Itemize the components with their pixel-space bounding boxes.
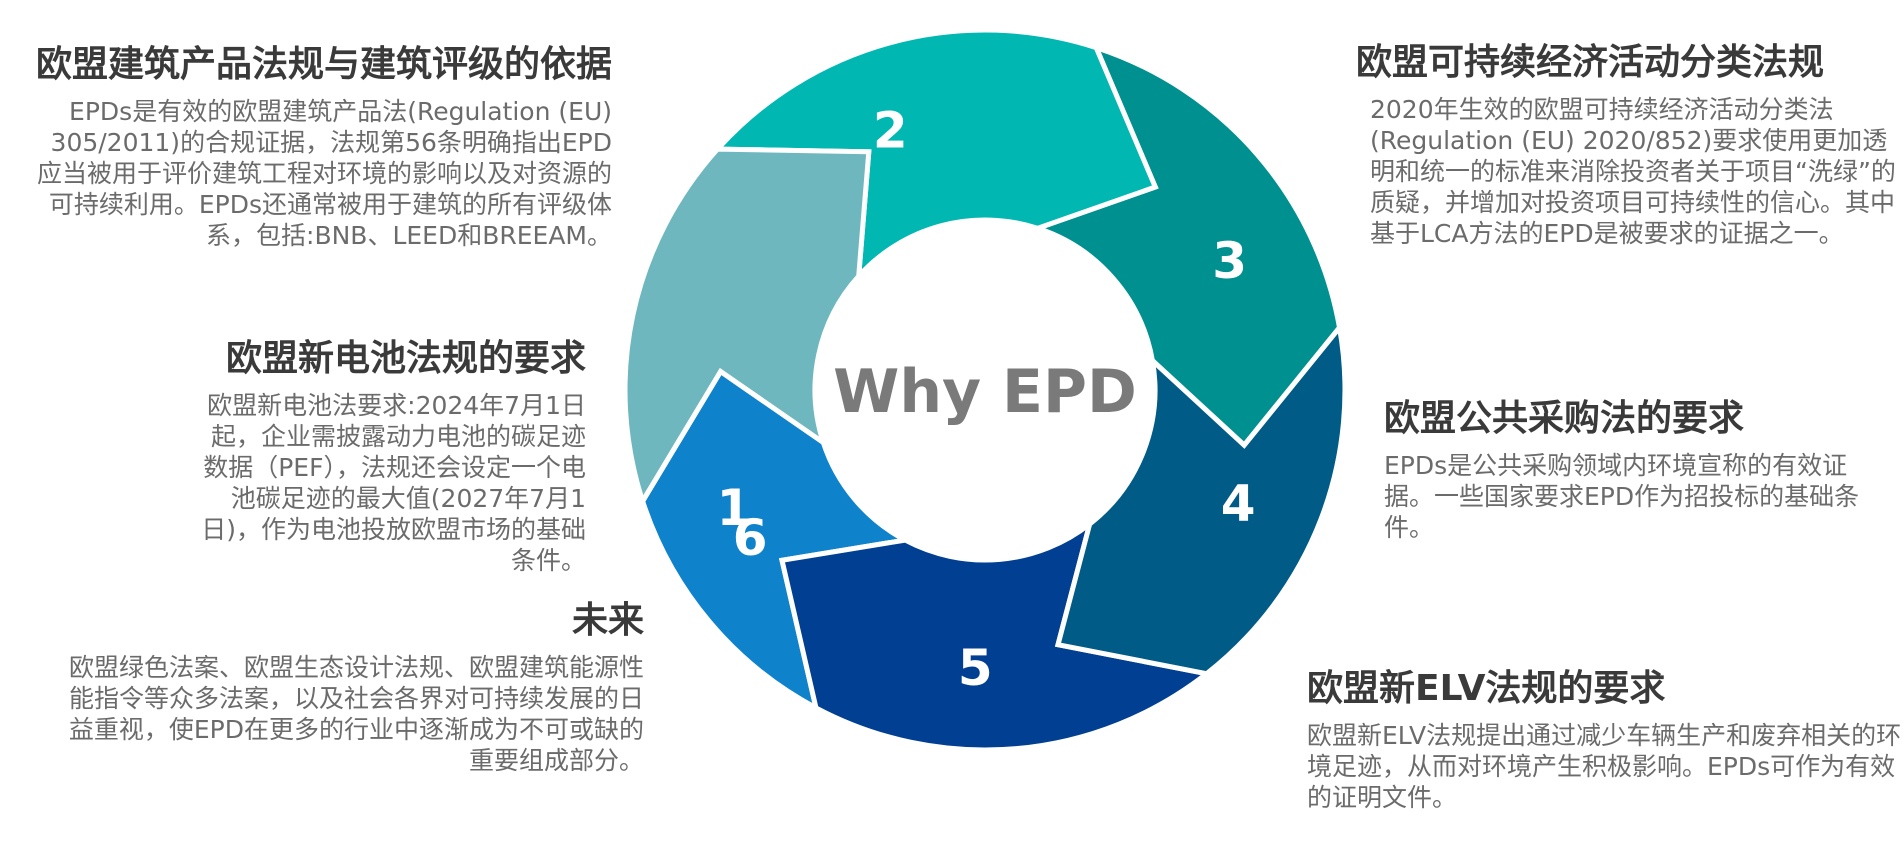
center-label: Why EPD	[833, 357, 1137, 427]
block-title: 欧盟可持续经济活动分类法规	[1356, 42, 1825, 83]
block-body: 2020年生效的欧盟可持续经济活动分类法(Regulation (EU) 202…	[1370, 95, 1896, 248]
block-title: 欧盟新电池法规的要求	[225, 338, 586, 379]
text-block-public-procurement: 欧盟公共采购法的要求 EPDs是公共采购领域内环境宣称的有效证据。一些国家要求E…	[1384, 396, 1864, 543]
segment-number-1: 1	[717, 479, 752, 537]
segment-number-4: 4	[1221, 475, 1256, 533]
text-block-taxonomy-regulation: 欧盟可持续经济活动分类法规 2020年生效的欧盟可持续经济活动分类法(Regul…	[1356, 40, 1901, 249]
cycle-segment-1	[622, 146, 872, 508]
block-body: 欧盟新电池法要求:2024年7月1日起，企业需披露动力电池的碳足迹数据（PEF）…	[201, 391, 586, 575]
block-title: 欧盟建筑产品法规与建筑评级的依据	[35, 44, 612, 85]
block-title: 未来	[571, 600, 644, 641]
cycle-segment-4	[1054, 321, 1348, 677]
segment-number-3: 3	[1212, 232, 1247, 290]
segment-number-6: 6	[733, 509, 768, 567]
segment-number-5: 5	[958, 639, 993, 697]
text-block-future: 未来 欧盟绿色法案、欧盟生态设计法规、欧盟建筑能源性能指令等众多法案，以及社会各…	[54, 598, 644, 776]
segment-number-2: 2	[873, 102, 908, 160]
text-block-elv-regulation: 欧盟新ELV法规的要求 欧盟新ELV法规提出通过减少车辆生产和废弃相关的环境足迹…	[1307, 666, 1902, 813]
block-body: EPDs是公共采购领域内环境宣称的有效证据。一些国家要求EPD作为招投标的基础条…	[1384, 451, 1860, 542]
cycle-segment-5	[778, 517, 1213, 753]
text-block-construction-products: 欧盟建筑产品法规与建筑评级的依据 EPDs是有效的欧盟建筑产品法(Regulat…	[12, 42, 612, 251]
text-block-battery-regulation: 欧盟新电池法规的要求 欧盟新电池法要求:2024年7月1日起，企业需披露动力电池…	[196, 336, 586, 576]
block-body: 欧盟新ELV法规提出通过减少车辆生产和废弃相关的环境足迹，从而对环境产生积极影响…	[1307, 721, 1902, 812]
block-title: 欧盟新ELV法规的要求	[1307, 668, 1666, 709]
block-body: 欧盟绿色法案、欧盟生态设计法规、欧盟建筑能源性能指令等众多法案，以及社会各界对可…	[68, 653, 644, 775]
block-body: EPDs是有效的欧盟建筑产品法(Regulation (EU) 305/2011…	[36, 97, 612, 250]
cycle-segment-3	[1029, 43, 1343, 449]
cycle-segment-2	[711, 27, 1159, 284]
block-title: 欧盟公共采购法的要求	[1384, 398, 1745, 439]
